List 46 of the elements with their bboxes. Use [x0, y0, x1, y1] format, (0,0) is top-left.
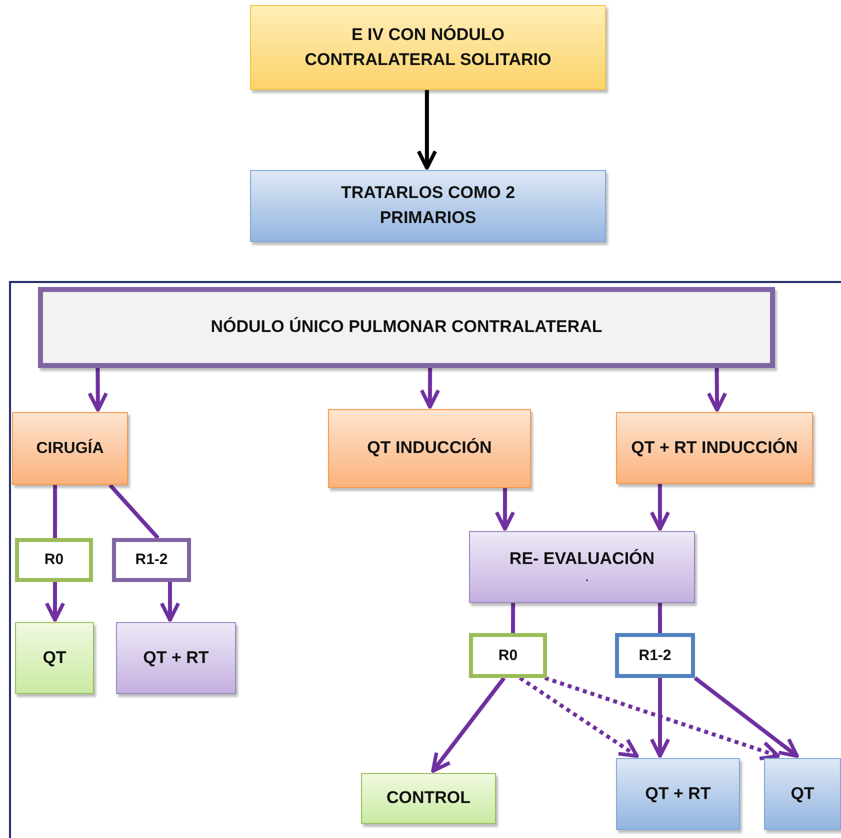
process-box	[12, 412, 128, 485]
arrow	[431, 676, 506, 773]
process-box	[250, 170, 606, 242]
process-box	[361, 773, 496, 824]
arrow	[160, 582, 180, 622]
arrow	[88, 368, 108, 412]
node-text: TRATARLOS COMO 2 PRIMARIOS	[340, 182, 516, 229]
process-box	[15, 622, 94, 694]
node-text: QT + RT INDUCCIÓN	[631, 436, 798, 459]
node-text: R0	[498, 646, 518, 666]
arrow	[420, 368, 440, 409]
arrow	[518, 676, 639, 758]
arrow	[650, 678, 670, 758]
result-box	[15, 538, 93, 582]
process-box	[250, 5, 606, 90]
result-box	[615, 633, 695, 678]
node-text: QT	[790, 782, 814, 805]
node-text: QT + RT	[645, 782, 711, 805]
node-text: QT + RT	[143, 646, 209, 669]
arrow	[44, 582, 66, 622]
arrow	[694, 676, 799, 758]
arrow	[416, 90, 438, 170]
arrow	[494, 488, 516, 531]
process-box	[328, 409, 531, 488]
process-box	[616, 758, 740, 830]
header-box	[38, 287, 775, 368]
node-text: RE- EVALUACIÓN	[509, 548, 655, 570]
result-box	[469, 633, 547, 678]
arrow	[650, 484, 670, 531]
node-text: E IV CON NÓDULO CONTRALATERAL SOLITARIO	[304, 24, 552, 70]
arrow	[706, 368, 728, 412]
node-text: CONTROL	[386, 787, 471, 810]
process-box	[764, 758, 841, 830]
node-text: R1-2	[135, 550, 168, 570]
process-box	[616, 412, 813, 484]
result-box	[112, 538, 191, 582]
dot-mark: .	[586, 572, 588, 586]
node-text: QT INDUCCIÓN	[367, 437, 492, 460]
node-text: R1-2	[638, 646, 672, 666]
process-box	[116, 622, 236, 694]
node-text: NÓDULO ÚNICO PULMONAR CONTRALATERAL	[210, 316, 602, 338]
process-box	[469, 531, 695, 603]
arrow	[544, 676, 780, 760]
node-text: CIRUGÍA	[36, 438, 104, 459]
node-text: QT	[42, 646, 66, 669]
node-text: R0	[44, 550, 64, 570]
